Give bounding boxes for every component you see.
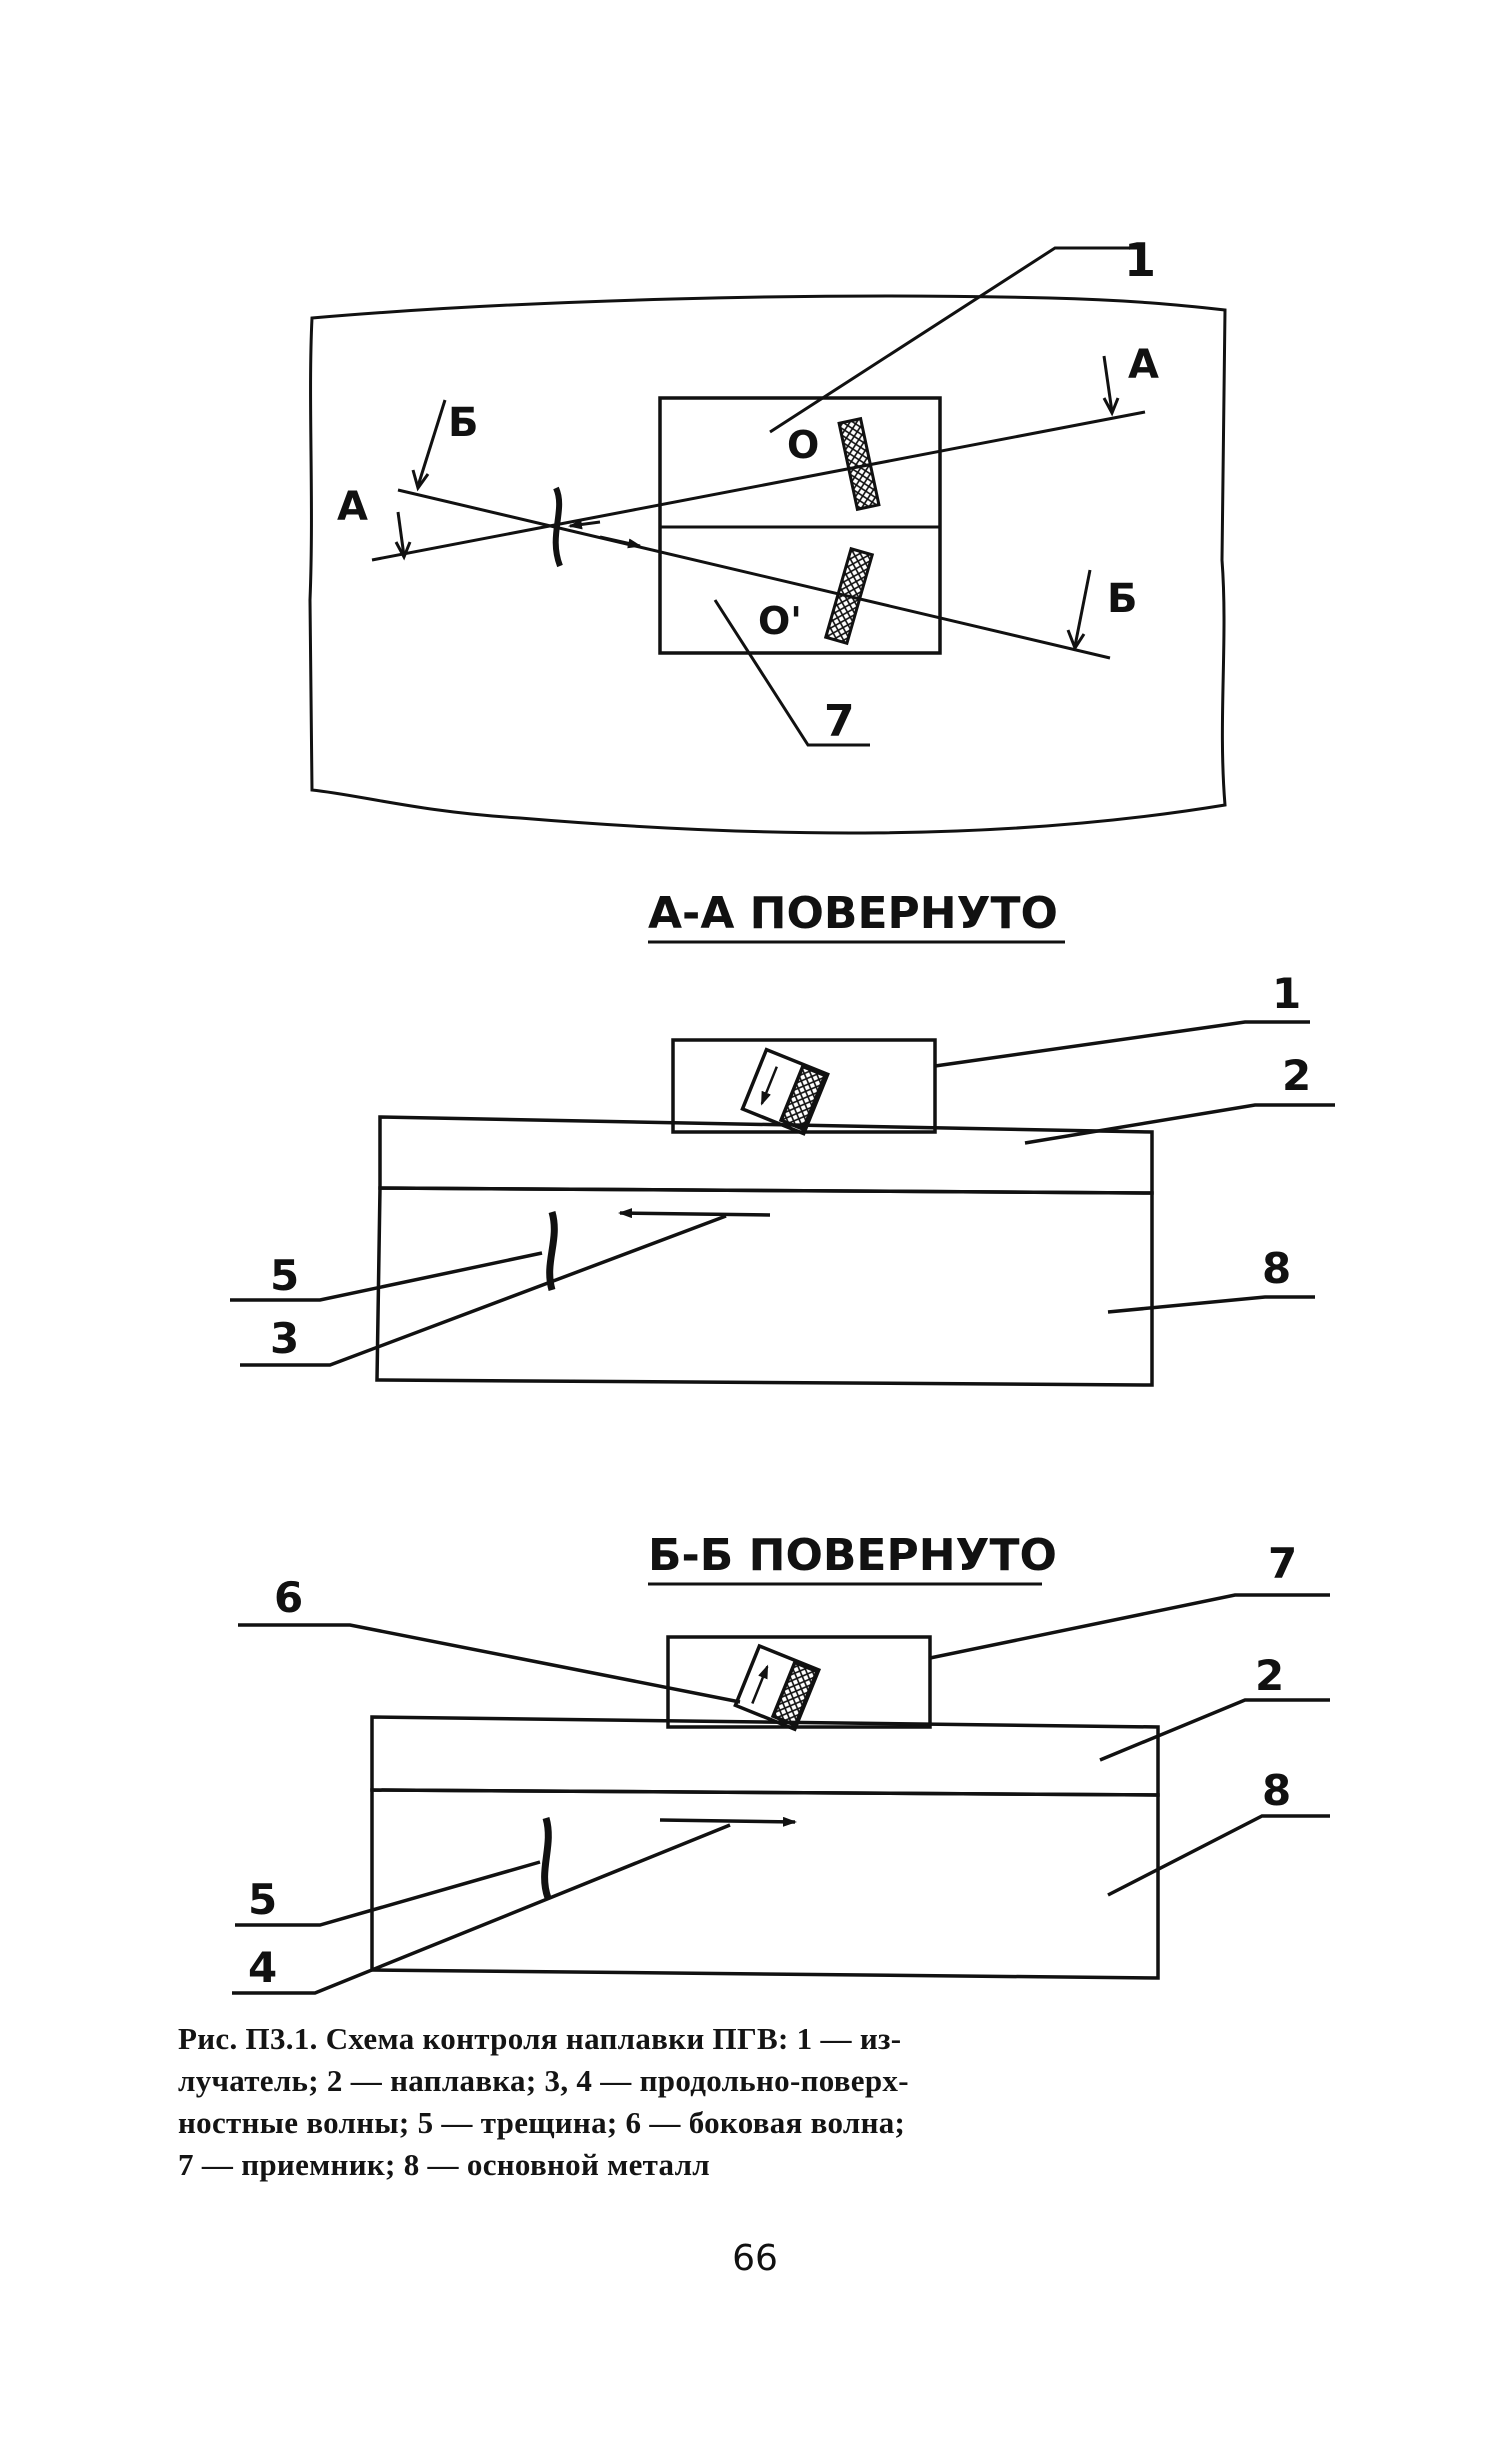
label-6-bb: 6	[274, 1573, 303, 1622]
arrow-bb-left-head	[411, 469, 430, 492]
leader-1-plan	[769, 246, 1140, 434]
crack-aa	[546, 1211, 558, 1291]
leader-3-aa	[240, 1214, 727, 1367]
label-point-o: O	[787, 423, 819, 467]
receiver-crystal-bb	[733, 1643, 822, 1732]
label-1-plan: 1	[1124, 233, 1156, 287]
leader-8-aa	[1107, 1295, 1315, 1314]
label-3-aa: 3	[270, 1314, 299, 1363]
label-b-left: Б	[448, 400, 479, 446]
cladding-layer-aa	[378, 1115, 1154, 1195]
caption-line-4: 7 — приемник; 8 — основной металл	[178, 2147, 710, 2182]
plan-view	[308, 246, 1227, 835]
wave-arrow-plan-2	[599, 535, 642, 549]
emitter-crystal-aa	[740, 1047, 830, 1136]
leader-8-bb	[1107, 1814, 1330, 1897]
section-line-bb	[397, 488, 1111, 660]
label-4-bb: 4	[248, 1943, 277, 1992]
section-bb-view	[232, 1593, 1330, 1995]
label-1-aa: 1	[1272, 969, 1301, 1018]
leader-2-aa	[1024, 1103, 1335, 1145]
page-number: 66	[732, 2238, 778, 2279]
section-bb-title: Б-Б ПОВЕРНУТО	[648, 1530, 1057, 1581]
label-7-plan: 7	[824, 696, 855, 747]
receiver-probe-bb	[666, 1635, 932, 1729]
arrow-bb-right-head	[1066, 629, 1086, 652]
emitter-element	[837, 416, 881, 512]
label-2-aa: 2	[1282, 1051, 1311, 1100]
wave-arrow-plan-1	[568, 519, 601, 530]
label-7-bb: 7	[1268, 1539, 1297, 1588]
wave-arrow-aa	[618, 1208, 771, 1219]
leader-7-plan	[713, 599, 870, 747]
label-a-left: А	[337, 484, 368, 530]
base-metal-aa	[375, 1186, 1154, 1387]
leader-7-bb	[929, 1593, 1330, 1660]
arrow-aa-left	[396, 511, 406, 557]
arrow-bb-left	[416, 399, 447, 487]
section-aa-view	[230, 1020, 1335, 1387]
leader-6-bb	[238, 1623, 741, 1704]
wave-arrow-bb	[659, 1816, 797, 1827]
leader-2-bb	[1099, 1698, 1330, 1762]
label-5-aa: 5	[270, 1251, 299, 1300]
label-a-right: А	[1128, 342, 1159, 388]
crack-plan	[552, 486, 563, 568]
label-8-aa: 8	[1262, 1244, 1291, 1293]
label-8-bb: 8	[1262, 1766, 1291, 1815]
caption-line-2: лучатель; 2 — наплавка; 3, 4 — продольно…	[178, 2063, 909, 2098]
section-aa-title: А-А ПОВЕРНУТО	[648, 888, 1058, 939]
leader-5-bb	[235, 1860, 541, 1927]
caption-line-1: Рис. П3.1. Схема контроля наплавки ПГВ: …	[178, 2021, 902, 2056]
arrow-aa-left-head	[394, 541, 412, 561]
leader-1-aa	[934, 1020, 1310, 1068]
workpiece-outline	[308, 294, 1227, 835]
crack-bb	[541, 1817, 552, 1900]
leader-4-bb	[232, 1823, 731, 1995]
arrow-aa-right	[1102, 355, 1114, 413]
label-b-right: Б	[1107, 576, 1138, 622]
label-5-bb: 5	[248, 1875, 277, 1924]
label-2-bb: 2	[1255, 1651, 1284, 1700]
leader-5-aa	[230, 1251, 543, 1302]
arrow-bb-right	[1073, 569, 1092, 647]
arrow-aa-right-head	[1102, 397, 1120, 417]
figure-caption: Рис. П3.1. Схема контроля наплавки ПГВ: …	[178, 2018, 1118, 2186]
label-point-o-prime: O'	[758, 599, 802, 643]
section-line-aa	[371, 410, 1146, 562]
caption-line-3: ностные волны; 5 — трещина; 6 — боковая …	[178, 2105, 906, 2140]
base-metal-bb	[370, 1788, 1160, 1980]
